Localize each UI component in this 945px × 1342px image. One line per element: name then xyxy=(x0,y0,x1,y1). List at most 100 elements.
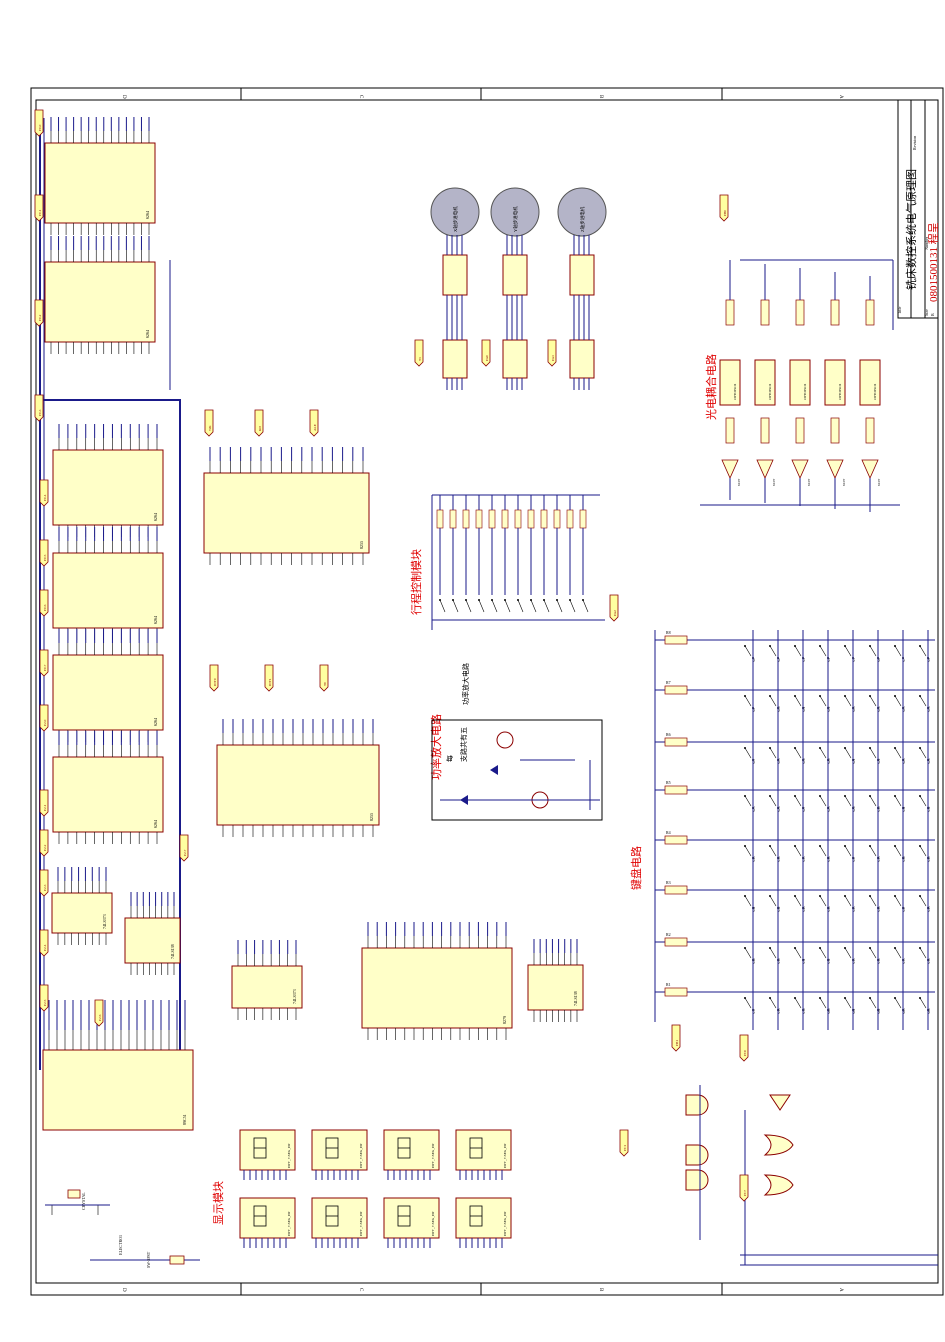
key-switch[interactable]: S24 xyxy=(919,747,931,764)
key-switch[interactable]: S33 xyxy=(744,845,756,862)
port-tag: PB1 xyxy=(671,1024,681,1052)
chip-ram-4: 6264 xyxy=(52,731,164,844)
key-switch[interactable]: S62 xyxy=(869,997,881,1014)
key-switch[interactable]: S13 xyxy=(844,695,856,712)
key-switch[interactable]: S42 xyxy=(769,895,781,912)
key-switch[interactable]: S4 xyxy=(819,645,831,662)
chip-decoder-2: 74LS138 xyxy=(527,939,584,1022)
key-switch[interactable]: S11 xyxy=(794,695,806,712)
key-switch[interactable]: S45 xyxy=(844,895,856,912)
key-switch[interactable]: S32 xyxy=(919,795,931,812)
port-tag-label: P0.1 xyxy=(38,209,42,216)
key-switch[interactable]: S23 xyxy=(894,747,906,764)
key-switch[interactable]: S28 xyxy=(819,795,831,812)
key-switch[interactable]: S25 xyxy=(744,795,756,812)
key-switch[interactable]: S29 xyxy=(844,795,856,812)
key-switch[interactable]: S22 xyxy=(869,747,881,764)
key-switch[interactable]: S1 xyxy=(744,645,756,662)
key-switch[interactable]: S6 xyxy=(869,645,881,662)
key-switch[interactable]: S60 xyxy=(819,997,831,1014)
key-switch[interactable]: S49 xyxy=(744,947,756,964)
key-label: S48 xyxy=(927,906,931,912)
key-switch[interactable]: S17 xyxy=(744,747,756,764)
zone-top-d: D xyxy=(121,95,126,99)
key-switch[interactable]: S10 xyxy=(769,695,781,712)
key-switch[interactable]: S5 xyxy=(844,645,856,662)
key-switch[interactable]: S58 xyxy=(769,997,781,1014)
key-switch[interactable]: S52 xyxy=(819,947,831,964)
port-tag-label: PA2 xyxy=(613,610,617,616)
key-switch[interactable]: S12 xyxy=(819,695,831,712)
key-switch[interactable]: S15 xyxy=(894,695,906,712)
key-switch[interactable]: S16 xyxy=(919,695,931,712)
port-tag: P0.4 xyxy=(39,479,49,507)
key-switch[interactable]: S43 xyxy=(794,895,806,912)
key-switch[interactable]: S34 xyxy=(769,845,781,862)
opto-label: OPTOISO1 xyxy=(838,383,842,400)
key-switch[interactable]: S64 xyxy=(919,997,931,1014)
key-switch[interactable]: S37 xyxy=(844,845,856,862)
revision-label: Revision xyxy=(912,136,917,150)
key-switch[interactable]: S26 xyxy=(769,795,781,812)
chip-name: 6264 xyxy=(145,211,150,219)
key-switch[interactable]: S8 xyxy=(919,645,931,662)
key-switch[interactable]: S54 xyxy=(869,947,881,964)
stepper-motor-2: Y轴步进电机 xyxy=(490,187,540,390)
chip-name: 74LS138 xyxy=(170,944,175,959)
stepper-motor-1: X轴步进电机 xyxy=(430,187,480,390)
key-switch[interactable]: S44 xyxy=(819,895,831,912)
key-switch[interactable]: S2 xyxy=(769,645,781,662)
key-switch[interactable]: S18 xyxy=(769,747,781,764)
key-switch[interactable]: S7 xyxy=(894,645,906,662)
key-switch[interactable]: S51 xyxy=(794,947,806,964)
port-tag-label: P0.0 xyxy=(38,124,42,131)
key-switch[interactable]: S57 xyxy=(744,997,756,1014)
travel-heading: 行程控制模块 xyxy=(409,549,423,615)
key-label: S23 xyxy=(902,758,906,764)
key-switch[interactable]: S38 xyxy=(869,845,881,862)
key-switch[interactable]: S39 xyxy=(894,845,906,862)
key-switch[interactable]: S35 xyxy=(794,845,806,862)
key-switch[interactable]: S47 xyxy=(894,895,906,912)
key-switch[interactable]: S14 xyxy=(869,695,881,712)
zone-bottom-c: C xyxy=(358,1288,363,1292)
travel-switches xyxy=(431,494,605,630)
key-switch[interactable]: S36 xyxy=(819,845,831,862)
key-switch[interactable]: S56 xyxy=(919,947,931,964)
key-switch[interactable]: S21 xyxy=(844,747,856,764)
key-switch[interactable]: S3 xyxy=(794,645,806,662)
key-switch[interactable]: S41 xyxy=(744,895,756,912)
port-tag: P0.2 xyxy=(34,299,44,327)
port-tag: P2.1 xyxy=(39,789,49,817)
key-switch[interactable]: S27 xyxy=(794,795,806,812)
display-type: DPY_7-SEG_DP xyxy=(431,1211,435,1236)
key-label: S19 xyxy=(802,758,806,764)
key-switch[interactable]: S55 xyxy=(894,947,906,964)
key-switch[interactable]: S30 xyxy=(869,795,881,812)
display-type: DPY_7-SEG_DP xyxy=(431,1143,435,1168)
gate-label: NOT xyxy=(877,478,881,486)
key-switch[interactable]: S9 xyxy=(744,695,756,712)
key-switch[interactable]: S59 xyxy=(794,997,806,1014)
chip-name: 8255 xyxy=(369,813,374,821)
key-switch[interactable]: S19 xyxy=(794,747,806,764)
key-switch[interactable]: S40 xyxy=(919,845,931,862)
key-switch[interactable]: S61 xyxy=(844,997,856,1014)
key-switch[interactable]: S20 xyxy=(819,747,831,764)
key-switch[interactable]: S46 xyxy=(869,895,881,912)
key-switch[interactable]: S48 xyxy=(919,895,931,912)
zone-bottom-b: B xyxy=(598,1288,603,1292)
key-switch[interactable]: S31 xyxy=(894,795,906,812)
key-label: S17 xyxy=(752,758,756,764)
key-switch[interactable]: S53 xyxy=(844,947,856,964)
port-tag: INT0 xyxy=(209,664,219,692)
opto-label: OPTOISO1 xyxy=(733,383,737,400)
limit-switch-7 xyxy=(514,495,524,613)
key-switch[interactable]: S50 xyxy=(769,947,781,964)
key-switch[interactable]: S63 xyxy=(894,997,906,1014)
port-tag: P2.5 xyxy=(39,984,49,1012)
